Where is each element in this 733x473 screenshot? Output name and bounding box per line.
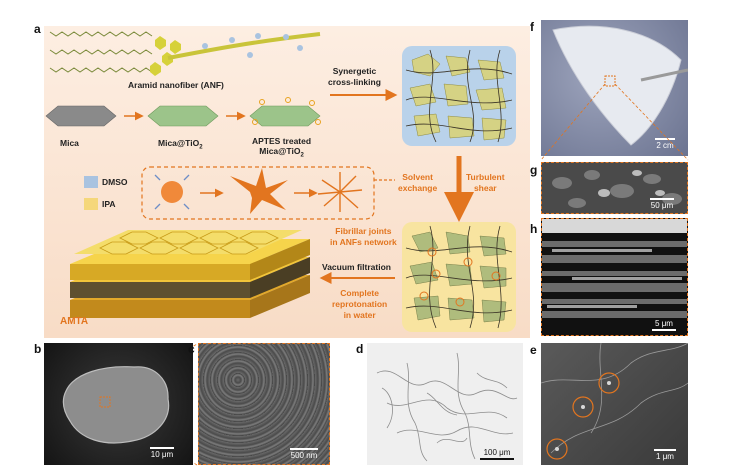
- spiky-particle-1: [154, 174, 190, 210]
- amta-laminate: [70, 230, 310, 318]
- panel-letter-b: b: [34, 342, 42, 356]
- legend-dmso-label: DMSO: [102, 177, 128, 187]
- panel-e-image: 1 μm: [541, 343, 688, 465]
- spiky-particle-3: [317, 172, 363, 212]
- synergetic-label: Synergetic cross-linking: [328, 66, 381, 87]
- panel-letter-g: g: [530, 163, 538, 177]
- scalebar-b: 10 μm: [145, 447, 179, 459]
- mica-platelet: [45, 105, 117, 127]
- legend-ipa-swatch: [84, 198, 98, 210]
- panel-letter-f: f: [530, 20, 534, 34]
- network-fibers-1: [405, 49, 513, 143]
- anf-charges: [202, 33, 303, 58]
- panel-g-image: 50 μm: [541, 162, 688, 214]
- fibrillar-joints: [419, 247, 501, 307]
- anf-fiber: [167, 32, 321, 60]
- panel-c-image: 500 nm: [198, 343, 330, 465]
- scalebar-h: 5 μm: [649, 319, 679, 332]
- aptes-platelet: [249, 105, 321, 127]
- panel-h-image: 5 μm: [541, 218, 688, 336]
- vacuum-filtration-label: Vacuum filtration: [322, 262, 391, 272]
- complete-reprotonation-label: Complete reprotonation in water: [332, 288, 388, 320]
- panel-letter-a: a: [34, 22, 41, 36]
- fibrillar-joints-label: Fibrillar joints in ANFs network: [330, 226, 397, 247]
- scalebar-e: 1 μm: [650, 449, 680, 461]
- aptes-dots: [252, 97, 321, 125]
- scalebar-d: 100 μm: [477, 448, 517, 461]
- scalebar-c: 500 nm: [285, 448, 323, 460]
- anf-label: Aramid nanofiber (ANF): [128, 80, 224, 90]
- spiky-particle-2: [230, 168, 288, 214]
- panel-letter-c: c: [188, 342, 195, 356]
- legend-ipa-label: IPA: [102, 199, 116, 209]
- mica-tio2-platelet: [147, 105, 219, 127]
- scalebar-g: 50 μm: [645, 198, 679, 210]
- panel-b-image: 10 μm: [44, 343, 193, 465]
- legend-dmso-swatch: [84, 176, 98, 188]
- solvent-exchange-label: Solvent exchange: [398, 172, 438, 193]
- anf-nodes: [150, 36, 181, 76]
- scalebar-f: 2 cm: [652, 138, 678, 150]
- mica-tio2-label: Mica@TiO2: [158, 138, 203, 151]
- turbulent-shear-label: Turbulent shear: [466, 172, 505, 193]
- anf-molecule: [49, 31, 153, 73]
- solvent-dashed-box: [141, 166, 375, 220]
- amta-label: AMTA: [60, 316, 89, 327]
- panel-f-image: 2 cm: [541, 20, 688, 156]
- panel-letter-e: e: [530, 343, 537, 357]
- aptes-label: APTES treated Mica@TiO2: [252, 136, 312, 159]
- mica-label: Mica: [60, 138, 79, 148]
- panel-d-image: 100 μm: [367, 343, 523, 465]
- panel-letter-h: h: [530, 222, 538, 236]
- network-fibers-2: [405, 225, 513, 329]
- panel-letter-d: d: [356, 342, 364, 356]
